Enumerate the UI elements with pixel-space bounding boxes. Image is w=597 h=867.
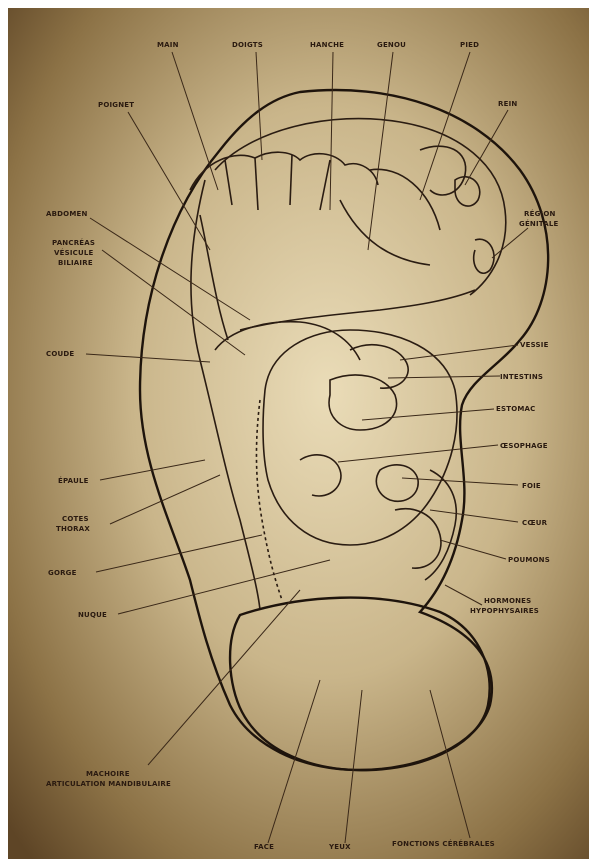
label-intestins: INTESTINS [500,373,543,381]
label-abdomen: ABDOMEN [46,210,88,218]
label-fonctions: FONCTIONS CÉRÉBRALES [392,839,495,848]
label-hanche: HANCHE [310,41,344,49]
label-foie: FOIE [522,482,541,490]
label-pied: PIED [460,41,479,49]
label-genou: GENOU [377,41,406,49]
label-gorge: GORGE [48,569,77,577]
label-region-genitale-1: RÉGION [524,209,556,218]
label-vessie: VESSIE [520,341,549,349]
label-hormones-1: HORMONES [484,597,531,605]
label-yeux: YEUX [328,843,351,851]
label-region-genitale-2: GÉNITALE [519,219,558,228]
label-hormones-2: HYPOPHYSAIRES [470,607,539,615]
label-coeur: CŒUR [522,519,548,527]
label-epaule: ÉPAULE [58,476,89,485]
photo-background [8,8,589,859]
label-oesophage: ŒSOPHAGE [500,442,548,450]
label-face: FACE [254,843,274,851]
label-pancreas-1: PANCRÉAS [52,238,95,247]
label-estomac: ESTOMAC [496,405,535,413]
label-cotes-1: COTES [62,515,89,523]
label-machoire-2: ARTICULATION MANDIBULAIRE [46,780,171,788]
label-machoire-1: MACHOIRE [86,770,130,778]
label-poumons: POUMONS [508,556,550,564]
label-pancreas-3: BILIAIRE [58,259,93,267]
label-nuque: NUQUE [78,611,107,619]
label-poignet: POIGNET [98,101,134,109]
label-cotes-2: THORAX [56,525,90,533]
label-coude: COUDE [46,350,74,358]
label-pancreas-2: VÉSICULE [54,248,94,257]
label-doigts: DOIGTS [232,41,263,49]
label-rein: REIN [498,100,517,108]
label-main: MAIN [157,41,179,49]
